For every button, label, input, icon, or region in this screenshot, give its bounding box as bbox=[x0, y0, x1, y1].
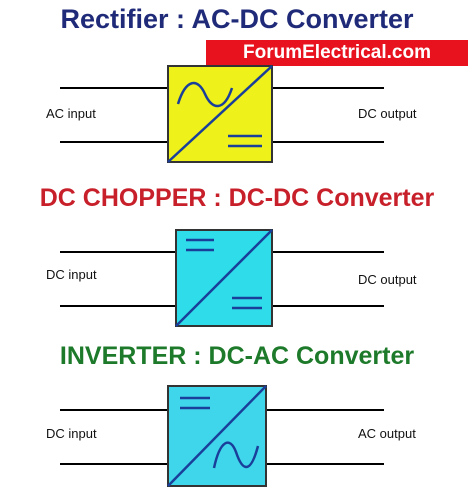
chopper-input-label: DC input bbox=[46, 267, 97, 282]
rectifier-output-label: DC output bbox=[358, 106, 417, 121]
inverter-output-label: AC output bbox=[358, 426, 416, 441]
inverter-title: INVERTER : DC-AC Converter bbox=[59, 342, 415, 370]
inverter-input-label: DC input bbox=[46, 426, 97, 441]
dc-chopper-title: DC CHOPPER : DC-DC Converter bbox=[39, 184, 435, 212]
rectifier-input-label: AC input bbox=[46, 106, 96, 121]
rectifier-title: Rectifier : AC-DC Converter bbox=[60, 4, 414, 34]
dc-chopper-diagram bbox=[60, 229, 384, 327]
inverter-block-diagonal bbox=[167, 385, 267, 487]
chopper-output-label: DC output bbox=[358, 272, 417, 287]
ac-wave-icon bbox=[212, 441, 260, 469]
watermark-banner: ForumElectrical.com bbox=[206, 40, 468, 66]
rectifier-block-diagonal bbox=[167, 65, 273, 163]
inverter-diagram bbox=[60, 385, 384, 487]
ac-wave-icon bbox=[176, 82, 234, 108]
dc-chopper-block-diagonal bbox=[175, 229, 273, 327]
rectifier-diagram bbox=[60, 65, 384, 163]
